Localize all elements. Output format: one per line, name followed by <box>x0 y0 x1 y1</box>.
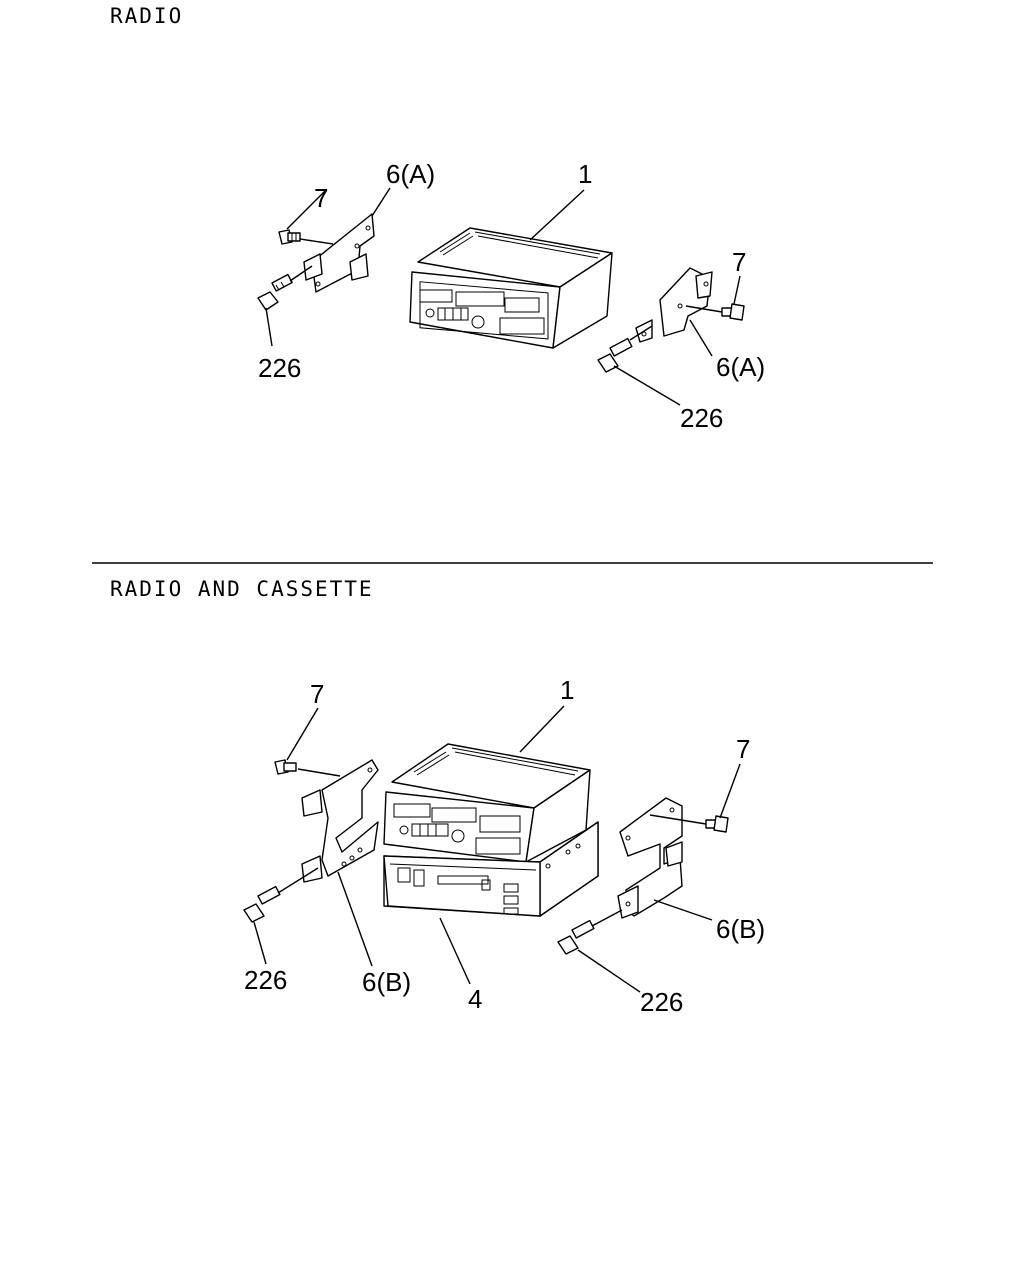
screw-7-top-left <box>278 229 301 245</box>
bolt-226-top-right <box>597 337 633 373</box>
callout-6b-bottom-right: 6(B) <box>716 914 765 944</box>
screw-7-bottom-left <box>274 759 297 775</box>
section-title-radio-and-cassette: RADIO AND CASSETTE <box>110 577 374 601</box>
cassette-unit <box>383 821 599 917</box>
screw-7-top-right <box>721 303 745 321</box>
callout-7-bottom-left: 7 <box>310 679 324 709</box>
callout-7-bottom-right: 7 <box>736 734 750 764</box>
callout-226-bottom-left: 226 <box>244 965 287 995</box>
callout-226-top-left: 226 <box>258 353 301 383</box>
callout-226-bottom-right: 226 <box>640 987 683 1017</box>
radio-unit-top <box>409 227 613 349</box>
callout-226-top-right: 226 <box>680 403 723 433</box>
bracket-6a-left <box>303 213 375 293</box>
callout-1-top-radio: 1 <box>578 159 592 189</box>
callout-6a-top-right: 6(A) <box>716 352 765 382</box>
callout-4-cassette: 4 <box>468 984 482 1014</box>
callout-7-top-left: 7 <box>314 183 328 213</box>
bracket-6b-right <box>617 797 683 919</box>
radio-unit-bottom <box>383 743 591 863</box>
bolt-226-top-left <box>257 273 293 311</box>
callout-7-top-right: 7 <box>732 247 746 277</box>
bolt-226-bottom-left <box>243 885 281 923</box>
screw-7-bottom-right <box>705 815 729 833</box>
callout-1-bottom-radio: 1 <box>560 675 574 705</box>
bracket-6a-right <box>635 267 713 343</box>
section-title-radio: RADIO <box>110 4 184 28</box>
callout-6b-bottom-left: 6(B) <box>362 967 411 997</box>
bracket-6b-left <box>301 759 379 883</box>
bolt-226-bottom-right <box>557 919 595 955</box>
callout-6a-top-left: 6(A) <box>386 159 435 189</box>
